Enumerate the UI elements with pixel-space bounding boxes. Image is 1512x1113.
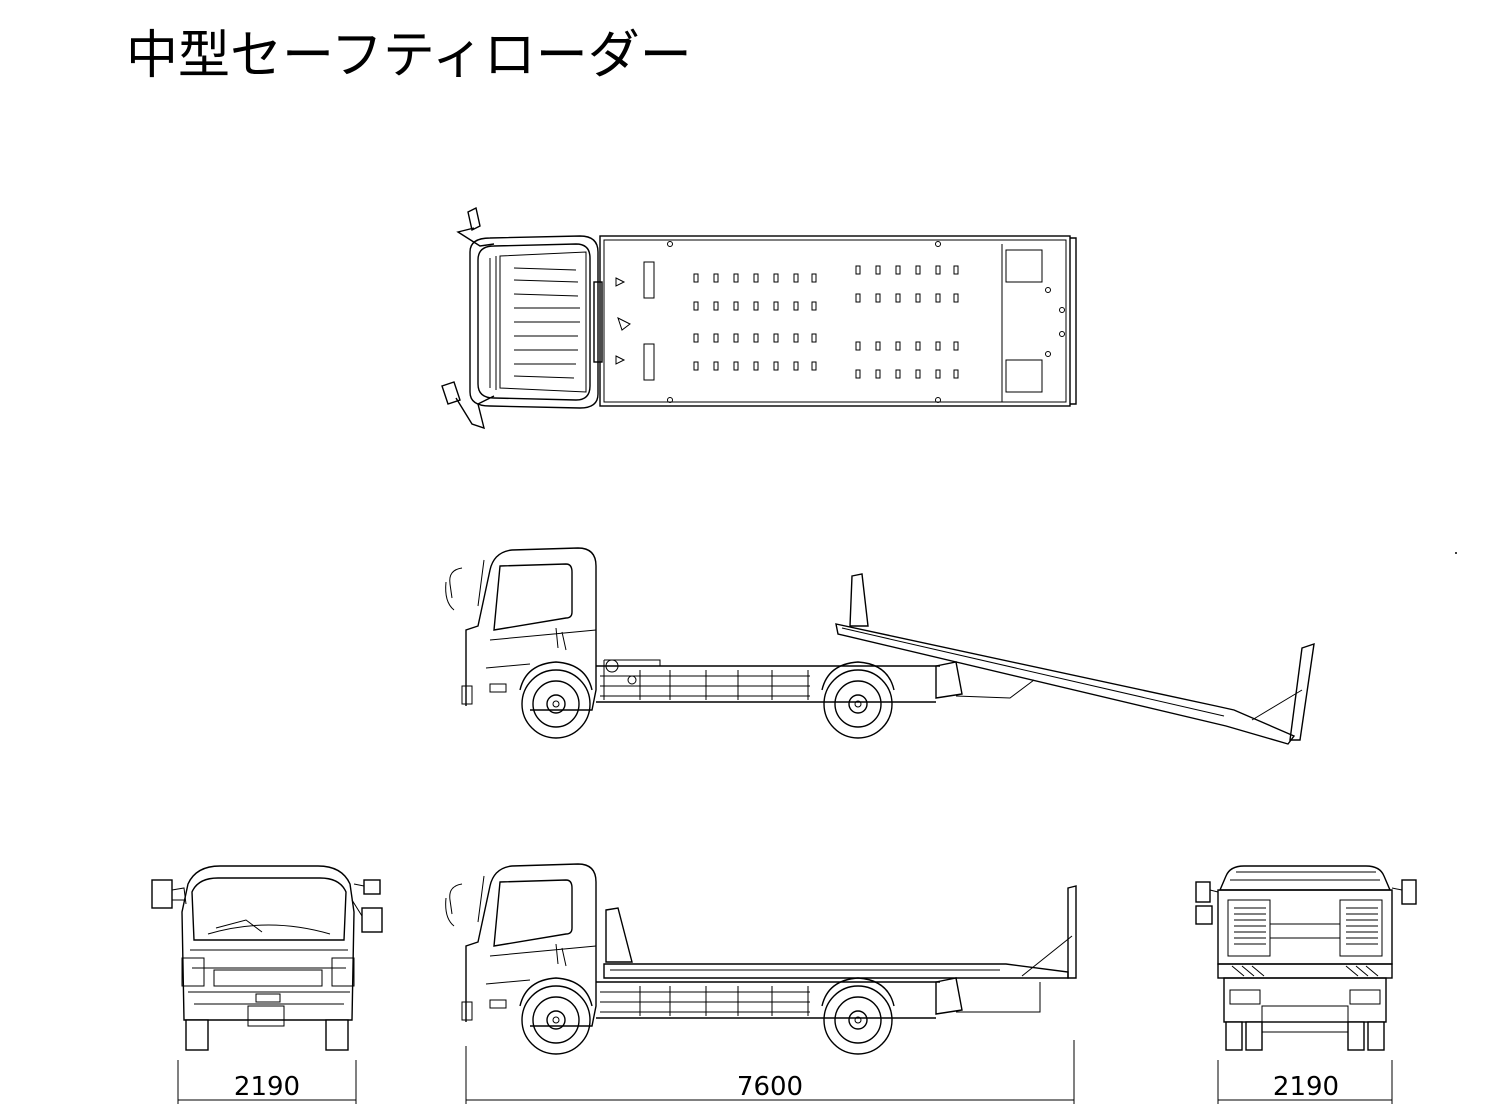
rear-view xyxy=(1195,865,1417,1104)
side-view-tilted xyxy=(445,547,1457,745)
deck-slots xyxy=(693,265,959,379)
front-width-dimension: 2190 xyxy=(233,1072,301,1102)
side-view-flat xyxy=(445,863,1077,1104)
top-view xyxy=(441,206,1077,430)
rear-width-dimension: 2190 xyxy=(1272,1072,1340,1102)
cab-roof-ribs xyxy=(513,267,580,379)
drawing-title: 中型セーフティローダー xyxy=(126,26,692,86)
front-wheel xyxy=(521,985,591,1055)
overall-length-dimension: 7600 xyxy=(736,1072,804,1102)
rear-wheel xyxy=(823,985,893,1055)
front-wheel xyxy=(521,669,591,739)
rear-wheel xyxy=(823,669,893,739)
front-view xyxy=(151,865,383,1104)
